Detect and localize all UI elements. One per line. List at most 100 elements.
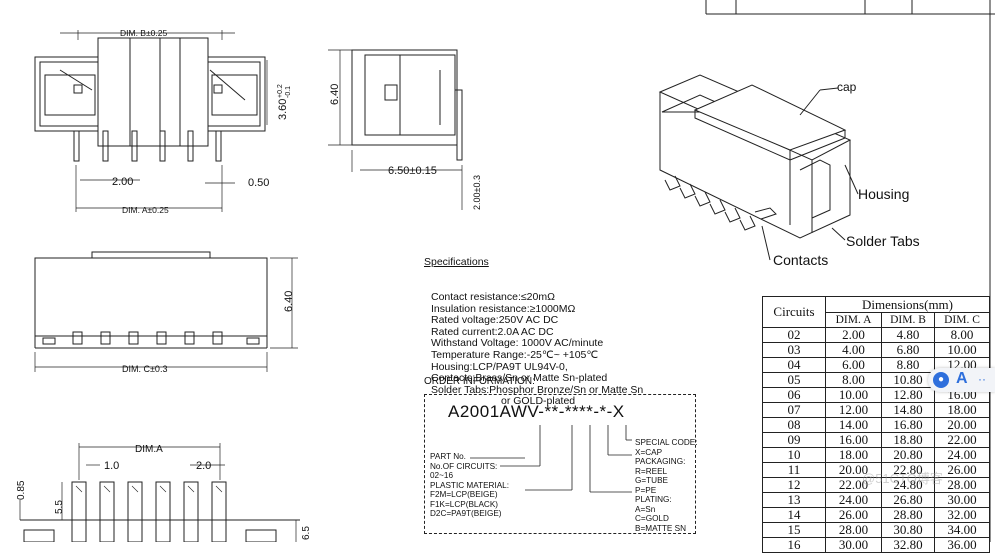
table-cell: 11 [762, 462, 826, 478]
table-cell: 8.80 [881, 357, 935, 373]
table-cell: 08 [762, 417, 826, 433]
circuits-header: Circuits [762, 296, 826, 328]
side-view [328, 49, 463, 210]
pitch-label: 2.00 [112, 176, 133, 188]
table-cell: 07 [762, 402, 826, 418]
pin-width-label: 0.50 [248, 177, 269, 189]
table-cell: 34.00 [934, 522, 990, 538]
table-cell: 2.00 [825, 327, 882, 343]
spec-line: Contact resistance:≤20mΩ [431, 290, 555, 303]
col-dim-a: DIM. A [825, 312, 882, 328]
table-cell: 32.00 [934, 507, 990, 523]
table-cell: 16 [762, 537, 826, 553]
table-cell: 12.00 [825, 402, 882, 418]
table-cell: 30.00 [934, 492, 990, 508]
dimensions-title: Dimensions(mm) [825, 296, 990, 313]
table-cell: 28.00 [825, 522, 882, 538]
table-cell: 14 [762, 507, 826, 523]
spec-line: Housing:LCP/PA9T UL94V-0, [431, 360, 568, 373]
table-cell: 28.80 [881, 507, 935, 523]
pcb-65-label: 6.5 [301, 526, 312, 540]
pcb-dim-a-label: DIM.A [135, 444, 163, 455]
table-cell: 4.00 [825, 342, 882, 358]
order-box [424, 394, 696, 534]
table-cell: 12 [762, 477, 826, 493]
table-cell: 14.00 [825, 417, 882, 433]
height-tol-plus: +0.2 [277, 84, 284, 98]
table-cell: 16.00 [825, 432, 882, 448]
side-depth-label: 6.50±0.15 [388, 165, 437, 177]
dimensions-table: Circuits Dimensions(mm) DIM. A DIM. B DI… [762, 296, 990, 553]
pcb-pitch-1-label: 1.0 [104, 460, 119, 472]
table-cell: 12.80 [881, 387, 935, 403]
table-cell: 10.80 [881, 372, 935, 388]
widget-letter: A [956, 370, 968, 387]
order-title: ORDER INFORMATION: [424, 376, 535, 387]
side-height-label: 6.40 [329, 84, 341, 105]
table-cell: 4.80 [881, 327, 935, 343]
housing-label: Housing [858, 186, 909, 202]
dim-a-label: DIM. A±0.25 [122, 205, 169, 215]
table-cell: 16.80 [881, 417, 935, 433]
pcb-layout [19, 443, 300, 542]
front-height-label: 6.40 [283, 291, 295, 312]
spec-heading: Specifications [424, 256, 489, 269]
part-number: A2001AWV-**-****-*-X [448, 402, 625, 421]
spec-line: Withstand Voltage: 1000V AC/minute [431, 337, 604, 350]
front-view [34, 251, 298, 372]
side-offset-label: 2.00±0.3 [472, 175, 482, 210]
watermark: @51CTO博客 [862, 471, 943, 486]
table-cell: 10 [762, 447, 826, 463]
dim-c-label: DIM. C±0.3 [122, 364, 167, 374]
spec-line: Contacts:Brass/Sn or Matte Sn-plated [431, 372, 608, 385]
table-cell: 04 [762, 357, 826, 373]
pcb-085-label: 0.85 [16, 480, 27, 500]
table-cell: 02 [762, 327, 826, 343]
table-cell: 36.00 [934, 537, 990, 553]
cap-label: cap [837, 80, 857, 94]
order-leader-lines [470, 425, 632, 493]
solder-tabs-label: Solder Tabs [846, 233, 920, 249]
contacts-label: Contacts [773, 252, 828, 268]
spec-line: Rated current:2.0A AC DC [431, 325, 554, 338]
table-cell: 10.00 [934, 342, 990, 358]
table-cell: 03 [762, 342, 826, 358]
floating-assistant-widget[interactable]: ● A ·· [928, 368, 995, 392]
spec-line: Temperature Range:-25℃~ +105℃ [431, 348, 599, 361]
table-cell: 13 [762, 492, 826, 508]
title-block-fragment [705, 0, 995, 542]
col-dim-b: DIM. B [881, 312, 935, 328]
table-cell: 05 [762, 372, 826, 388]
table-cell: 30.00 [825, 537, 882, 553]
pcb-55-label: 5.5 [54, 500, 65, 514]
spec-line: Rated voltage:250V AC DC [431, 314, 559, 327]
table-cell: 6.80 [881, 342, 935, 358]
order-right-labels: SPECIAL CODE: X=CAP PACKAGING: R=REEL G=… [635, 438, 698, 533]
table-cell: 26.00 [934, 462, 990, 478]
table-cell: 8.00 [934, 327, 990, 343]
widget-dots: ·· [978, 372, 986, 386]
order-left-labels: PART No. No.OF CIRCUITS: 02~16 PLASTIC M… [430, 452, 510, 518]
table-cell: 18.00 [825, 447, 882, 463]
table-cell: 32.80 [881, 537, 935, 553]
top-view [34, 30, 268, 212]
table-cell: 14.80 [881, 402, 935, 418]
height-tol-label: 3.60 [277, 99, 289, 120]
spec-line: or GOLD-plated [431, 395, 576, 408]
isometric-view [658, 74, 859, 261]
spec-line: Solder Tabs:Phosphor Bronze/Sn or Matte … [431, 383, 644, 396]
table-cell: 26.80 [881, 492, 935, 508]
